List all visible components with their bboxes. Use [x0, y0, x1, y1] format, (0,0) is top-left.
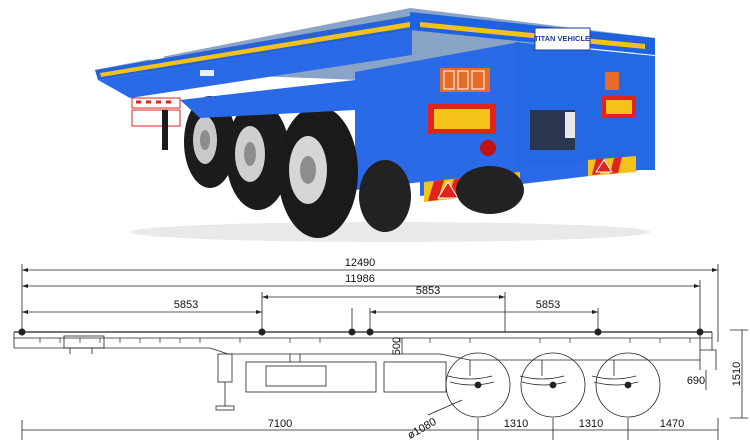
leaf-springs: [447, 375, 637, 380]
axle-spacing-1-label: 1310: [504, 418, 528, 430]
wheel-outline-1: [445, 352, 511, 418]
rear-height-step-label: 690: [687, 375, 705, 387]
brand-plate-text: TITAN VEHICLE: [534, 34, 590, 43]
side-view-dimension-drawing: 12490 11986 5853 5853 5853 500 ø1080 710…: [13, 257, 748, 442]
wheel-outline-3: [595, 352, 661, 418]
kingpin-to-axle-label: 7100: [268, 418, 292, 430]
total-height-label: 1510: [731, 362, 743, 386]
rear-light: [480, 140, 496, 156]
wheel-group: [184, 96, 524, 238]
rear-span-label: 5853: [536, 299, 560, 311]
brand-plate: [534, 27, 591, 51]
front-span-label: 5853: [174, 299, 198, 311]
deck-length-label: 11986: [345, 273, 375, 285]
axle-spacing-2-label: 1310: [579, 418, 603, 430]
middle-span-label: 5853: [416, 285, 440, 297]
side-box-front: [245, 361, 377, 393]
overall-length-label: 12490: [345, 257, 376, 269]
landing-leg: [162, 110, 168, 150]
beam-height-label: 500: [391, 337, 403, 355]
landing-gear-leg: [217, 353, 233, 383]
rear-overhang-label: 1470: [660, 418, 684, 430]
side-frame: [98, 30, 412, 98]
rear-lamp-cluster: [440, 68, 490, 92]
wheel-diameter-label: ø1080: [406, 416, 439, 442]
wheel-outline-2: [520, 352, 586, 418]
trailer-photo: TITAN VEHICLE: [95, 8, 655, 242]
side-box-rear: [383, 361, 447, 393]
side-yellow-stripe: [100, 22, 411, 77]
